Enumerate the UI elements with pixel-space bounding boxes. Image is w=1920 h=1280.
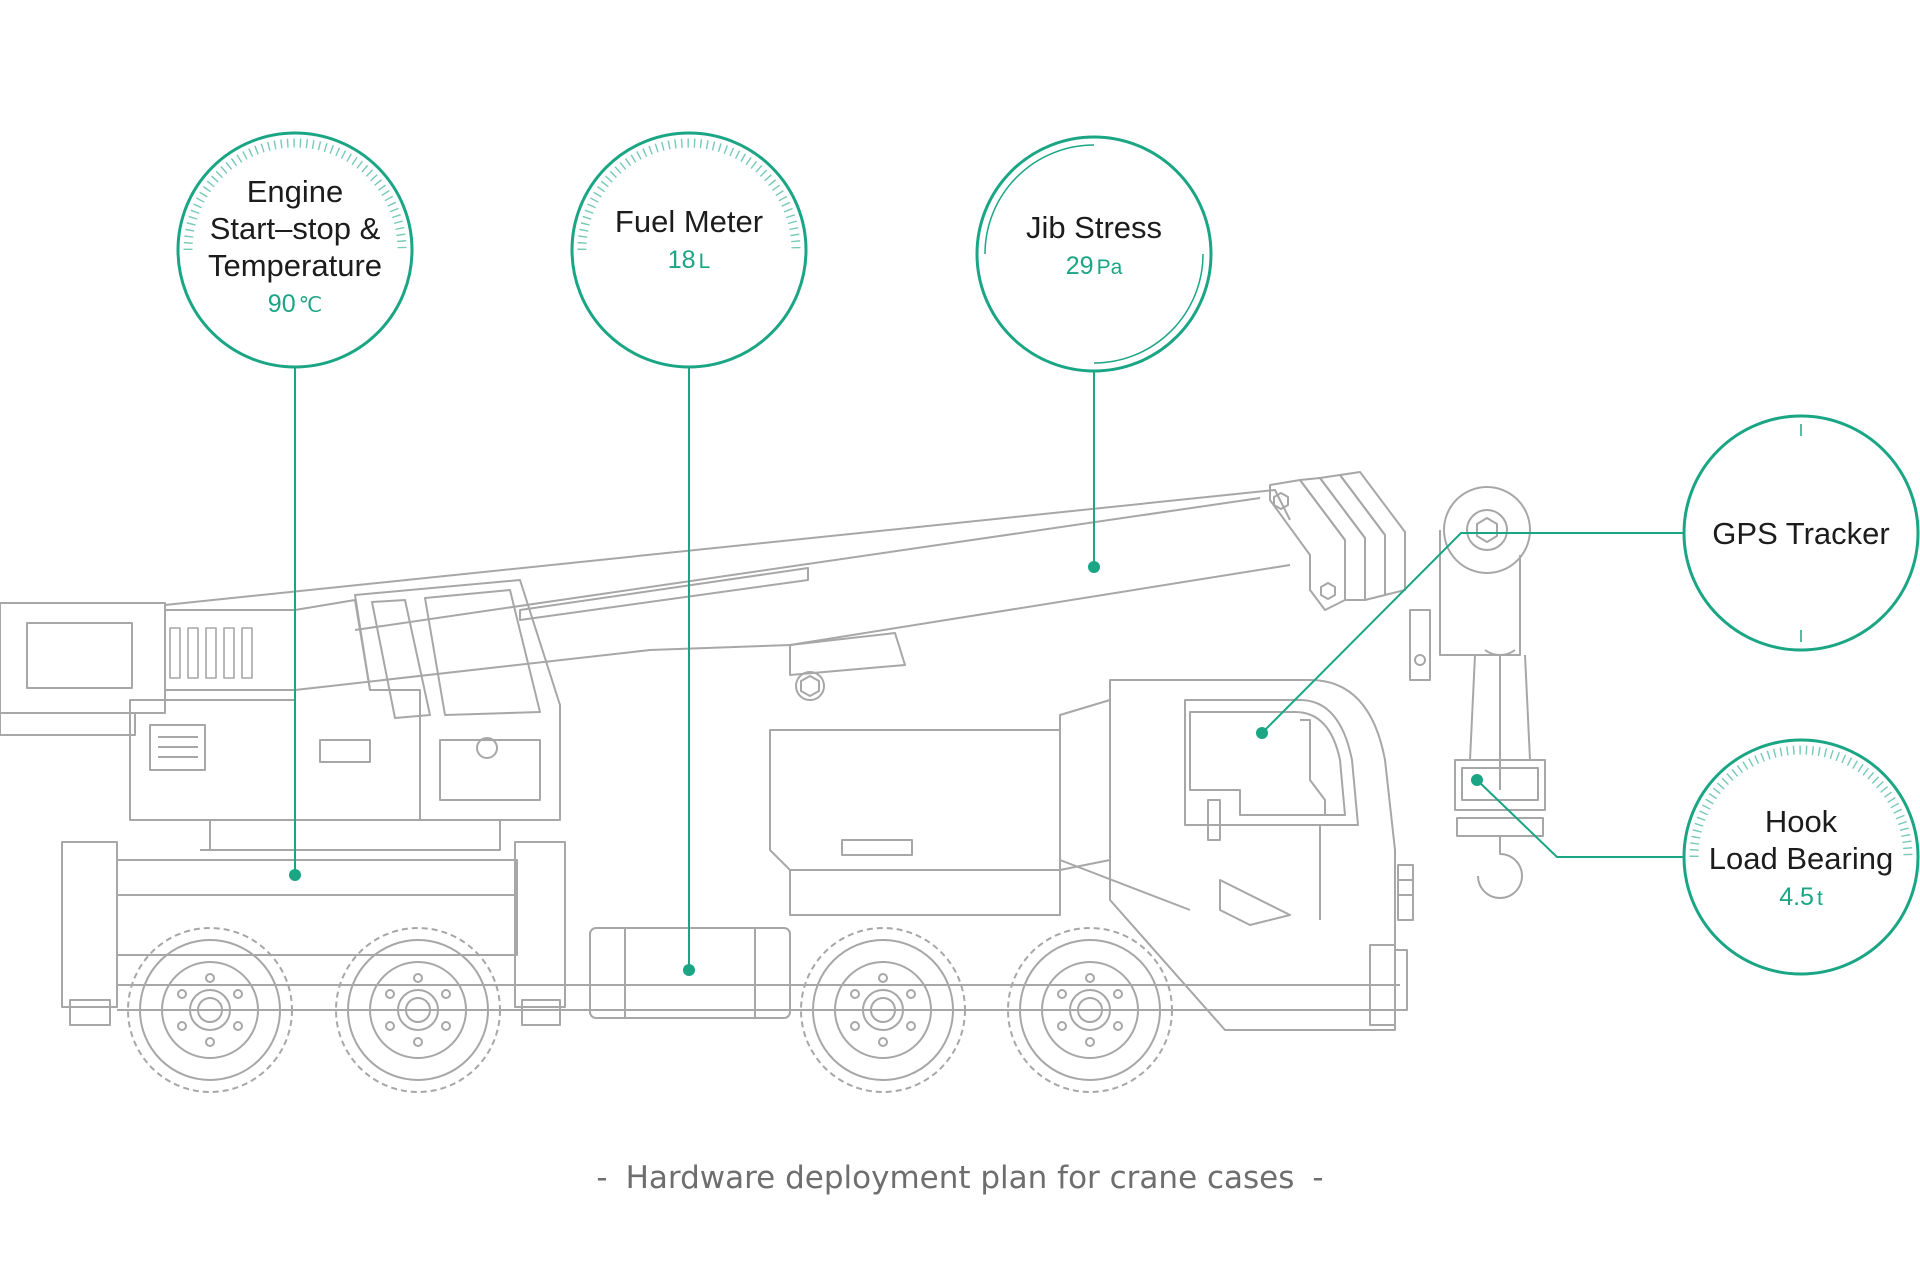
driver-cab	[1109, 679, 1414, 1031]
diagram-caption: -Hardware deployment plan for crane case…	[0, 1160, 1920, 1196]
hook-value-unit: t	[1816, 887, 1823, 910]
engine-value-unit: ℃	[298, 293, 323, 317]
jib-sensor-title: Jib Stress	[1025, 209, 1163, 245]
fuel-sensor-point[interactable]	[683, 964, 695, 976]
caption-dash-right: -	[1312, 1160, 1324, 1196]
gps-sensor-title: GPS Tracker	[1712, 515, 1890, 551]
hook-block	[1409, 609, 1546, 899]
hook-value-number: 4.5	[1779, 883, 1814, 911]
engine-value-number: 90	[267, 289, 296, 318]
caption-dash-left: -	[596, 1160, 608, 1196]
gps-sensor-point[interactable]	[1256, 727, 1268, 739]
wheels	[127, 927, 1173, 1093]
engine-sensor-label: Engine Start–stop & Temperature 90℃	[178, 133, 412, 367]
fuel-value-unit: L	[698, 249, 711, 273]
engine-sensor-value: 90℃	[268, 288, 322, 322]
jib-value-number: 29	[1065, 251, 1094, 280]
jib-arc-lower	[1093, 253, 1204, 364]
fuel-sensor-title: Fuel Meter	[614, 203, 764, 239]
engine-sensor-point[interactable]	[289, 869, 301, 881]
crane-boom	[164, 471, 1531, 790]
fuel-value-number: 18	[667, 245, 696, 274]
jib-sensor-point[interactable]	[1088, 561, 1100, 573]
jib-arc-upper	[984, 144, 1095, 255]
gps-sensor-label: GPS Tracker	[1684, 416, 1918, 650]
jib-value-unit: Pa	[1096, 255, 1123, 279]
hook-sensor-point[interactable]	[1471, 774, 1483, 786]
hook-leader-line	[1476, 779, 1684, 858]
engine-sensor-title: Engine Start–stop & Temperature	[207, 173, 383, 283]
caption-text: Hardware deployment plan for crane cases	[625, 1160, 1295, 1196]
hook-sensor-title: Hook Load Bearing	[1708, 804, 1894, 876]
rear-counterweight	[0, 602, 296, 736]
gps-leader-line	[1261, 532, 1684, 734]
